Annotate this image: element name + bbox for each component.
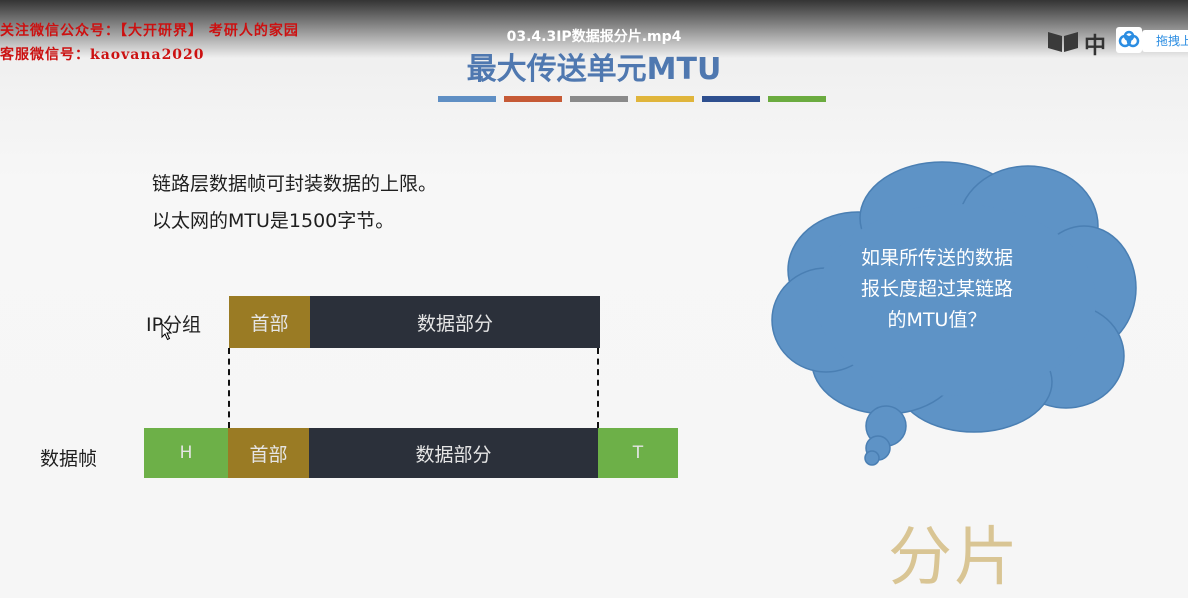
course-logo-text: 中: [1084, 34, 1107, 59]
cloud-text-line-3: 的MTU值？: [887, 309, 987, 331]
watermark-line-1: 关注微信公众号：【大开研界】 考研人的家园: [0, 23, 299, 39]
cloud-question: 如果所传送的数据 报长度超过某链路 的MTU值？: [806, 243, 1068, 336]
frame-ip-header-box: 首部: [228, 428, 309, 478]
frame-data-box: 数据部分: [309, 428, 598, 478]
frame-head-box: H: [144, 428, 228, 478]
body-line-1: 链路层数据帧可封装数据的上限。: [152, 173, 438, 195]
video-top-overlay: [0, 0, 1188, 58]
drag-upload-button[interactable]: 拖拽上: [1142, 30, 1188, 52]
book-logo-icon: [1048, 32, 1078, 52]
title-bar-2: [504, 96, 562, 102]
mouse-cursor-icon: [161, 323, 173, 341]
ip-data-box: 数据部分: [310, 296, 600, 348]
cloud-text-line-1: 如果所传送的数据: [860, 247, 1013, 269]
title-bar-3: [570, 96, 628, 102]
dashed-connector-right: [597, 348, 599, 428]
title-bar-6: [768, 96, 826, 102]
thought-cloud: [771, 161, 1137, 466]
dashed-connector-left: [228, 348, 230, 428]
title-bar-5: [702, 96, 760, 102]
data-frame-label: 数据帧: [40, 448, 98, 470]
frame-tail-box: T: [598, 428, 678, 478]
cloud-upload-icon[interactable]: [1116, 27, 1142, 53]
course-logo: 中: [1046, 28, 1106, 59]
slide-title: 最大传送单元MTU: [466, 52, 722, 87]
answer-fragmentation: 分片: [888, 521, 1020, 595]
ip-packet-label: IP分组: [146, 314, 202, 336]
video-title: 03.4.3IP数据报分片.mp4: [506, 29, 682, 45]
title-bar-4: [636, 96, 694, 102]
title-bar-1: [438, 96, 496, 102]
cloud-text-line-2: 报长度超过某链路: [860, 278, 1013, 300]
body-line-2: 以太网的MTU是1500字节。: [152, 210, 395, 232]
ip-header-box: 首部: [229, 296, 310, 348]
watermark-line-2: 客服微信号：kaovana2020: [0, 47, 205, 63]
baidu-cloud-icon: [1118, 30, 1140, 48]
